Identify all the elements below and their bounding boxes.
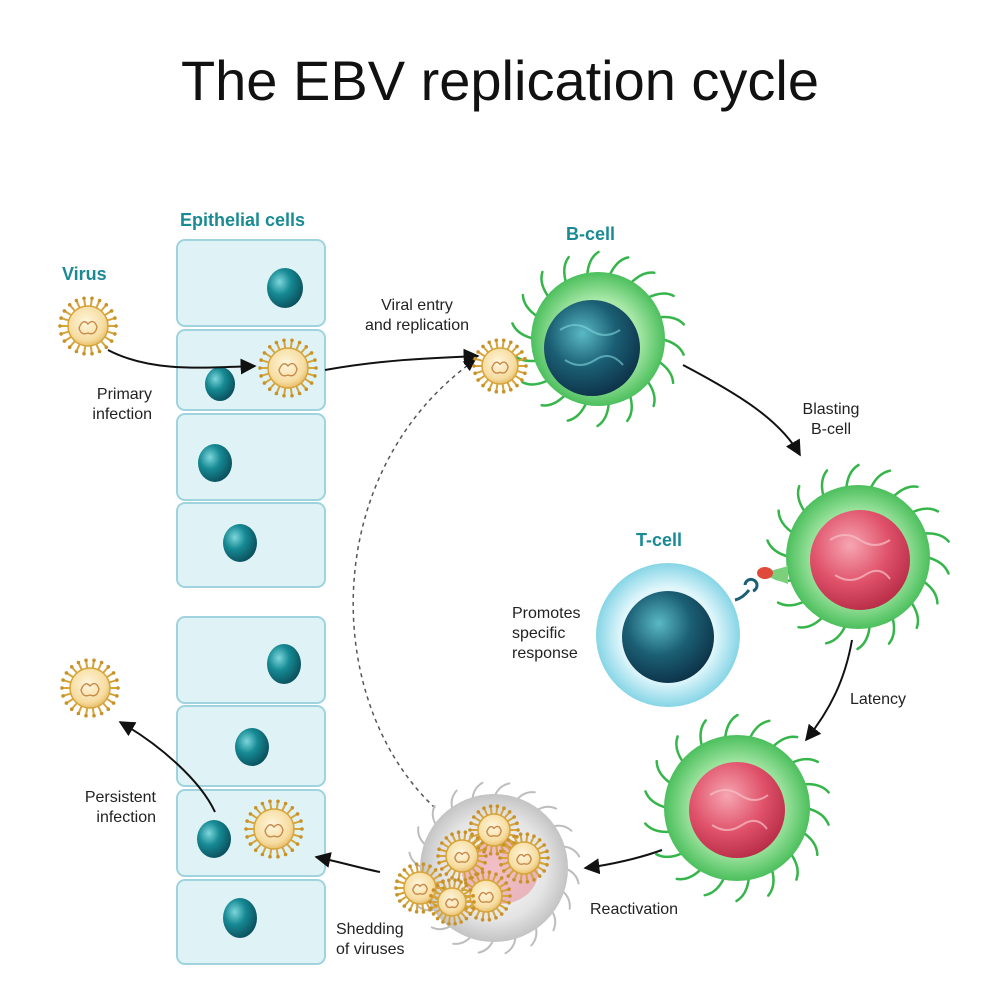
arrow-persistent (118, 721, 216, 813)
dotted-cycle-arc (352, 359, 476, 809)
label-shedding: Shedding of viruses (336, 921, 405, 958)
epithelial-stack-bottom (176, 616, 326, 965)
label-persistent-infection: Persistent infection (84, 789, 156, 826)
virus-icon (58, 296, 118, 356)
virus-icon (428, 878, 476, 926)
virus-icon (472, 338, 528, 394)
label-promotes-response: Promotes specific response (512, 605, 581, 662)
arrow-latency (805, 639, 853, 742)
t-cell (596, 563, 759, 707)
page-title: The EBV replication cycle (180, 49, 820, 112)
arrow-reactivation (583, 849, 663, 875)
label-virus: Virus (62, 264, 107, 284)
shedding-cell (407, 781, 581, 955)
virus-icon (60, 658, 120, 718)
blasting-b-cell (757, 463, 950, 651)
virus-particles (58, 296, 550, 926)
virus-icon (258, 338, 318, 398)
label-blasting-b-cell: Blasting B-cell (802, 401, 860, 438)
virus-icon (498, 832, 550, 884)
label-b-cell: B-cell (566, 224, 616, 244)
arrow-primary-infection (107, 349, 257, 375)
b-cell (510, 250, 686, 428)
label-epithelial-cells: Epithelial cells (180, 210, 306, 230)
arrow-blasting (682, 364, 801, 457)
label-latency: Latency (850, 691, 907, 708)
virus-icon (468, 804, 520, 856)
label-viral-entry: Viral entry and replication (364, 297, 470, 334)
latent-b-cell (644, 713, 830, 903)
virus-icon (394, 862, 446, 914)
label-primary-infection: Primary infection (92, 386, 152, 423)
epithelial-stack-top (176, 239, 326, 588)
virus-icon (244, 799, 304, 859)
arrow-shedding (314, 852, 381, 873)
arrow-viral-entry (324, 348, 480, 371)
virus-icon (436, 830, 488, 882)
label-reactivation: Reactivation (590, 901, 679, 918)
label-t-cell: T-cell (636, 530, 683, 550)
